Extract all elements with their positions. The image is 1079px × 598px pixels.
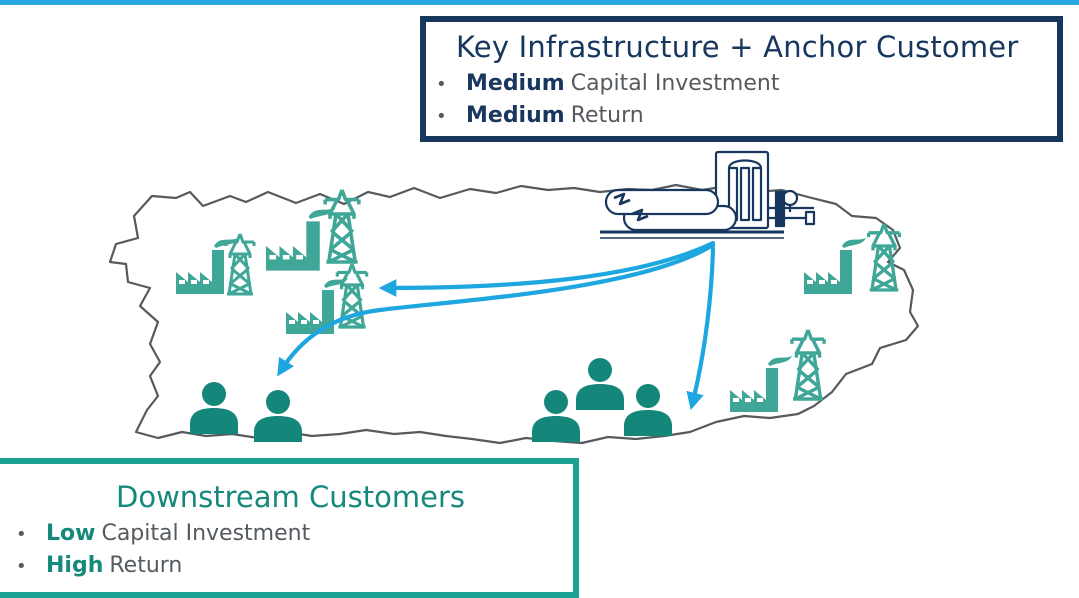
downstream-customers-callout: Downstream Customers • Low Capital Inves… bbox=[0, 458, 579, 598]
distribution-arrows bbox=[277, 240, 716, 411]
transmission-tower-icon bbox=[790, 328, 826, 401]
power-plant-icon bbox=[266, 207, 336, 271]
item-text: Capital Investment bbox=[570, 71, 780, 96]
customer-group-icon bbox=[532, 358, 672, 442]
downstream-callout-title: Downstream Customers bbox=[116, 480, 465, 514]
item-text: Return bbox=[570, 103, 644, 128]
list-item: • Medium Capital Investment bbox=[436, 68, 779, 100]
anchor-callout-title: Key Infrastructure + Anchor Customer bbox=[456, 30, 1019, 64]
list-item: • Low Capital Investment bbox=[16, 518, 310, 550]
emphasis-label: High bbox=[46, 553, 104, 578]
top-rule bbox=[0, 0, 1079, 5]
emphasis-label: Medium bbox=[466, 103, 565, 128]
customer-group-icon bbox=[190, 382, 302, 442]
item-text: Return bbox=[109, 553, 183, 578]
list-item: • Medium Return bbox=[436, 100, 779, 132]
bullet-icon: • bbox=[436, 74, 447, 95]
anchor-callout-list: • Medium Capital Investment • Medium Ret… bbox=[436, 68, 779, 132]
map-outline-icon bbox=[108, 183, 920, 445]
emphasis-label: Low bbox=[46, 521, 96, 546]
emphasis-label: Medium bbox=[466, 71, 565, 96]
list-item: • High Return bbox=[16, 550, 310, 582]
power-plant-icon bbox=[804, 238, 866, 294]
bullet-icon: • bbox=[436, 106, 447, 127]
transmission-tower-icon bbox=[323, 188, 361, 264]
downstream-callout-list: • Low Capital Investment • High Return bbox=[16, 518, 310, 582]
anchor-customer-callout: Key Infrastructure + Anchor Customer • M… bbox=[420, 16, 1063, 142]
transmission-tower-icon bbox=[866, 222, 902, 292]
lng-terminal-icon bbox=[600, 150, 816, 239]
bullet-icon: • bbox=[16, 524, 27, 545]
power-plant-icon bbox=[176, 238, 238, 294]
bullet-icon: • bbox=[16, 556, 27, 577]
transmission-tower-icon bbox=[224, 232, 256, 296]
power-plant-icon bbox=[730, 356, 792, 412]
item-text: Capital Investment bbox=[101, 521, 311, 546]
